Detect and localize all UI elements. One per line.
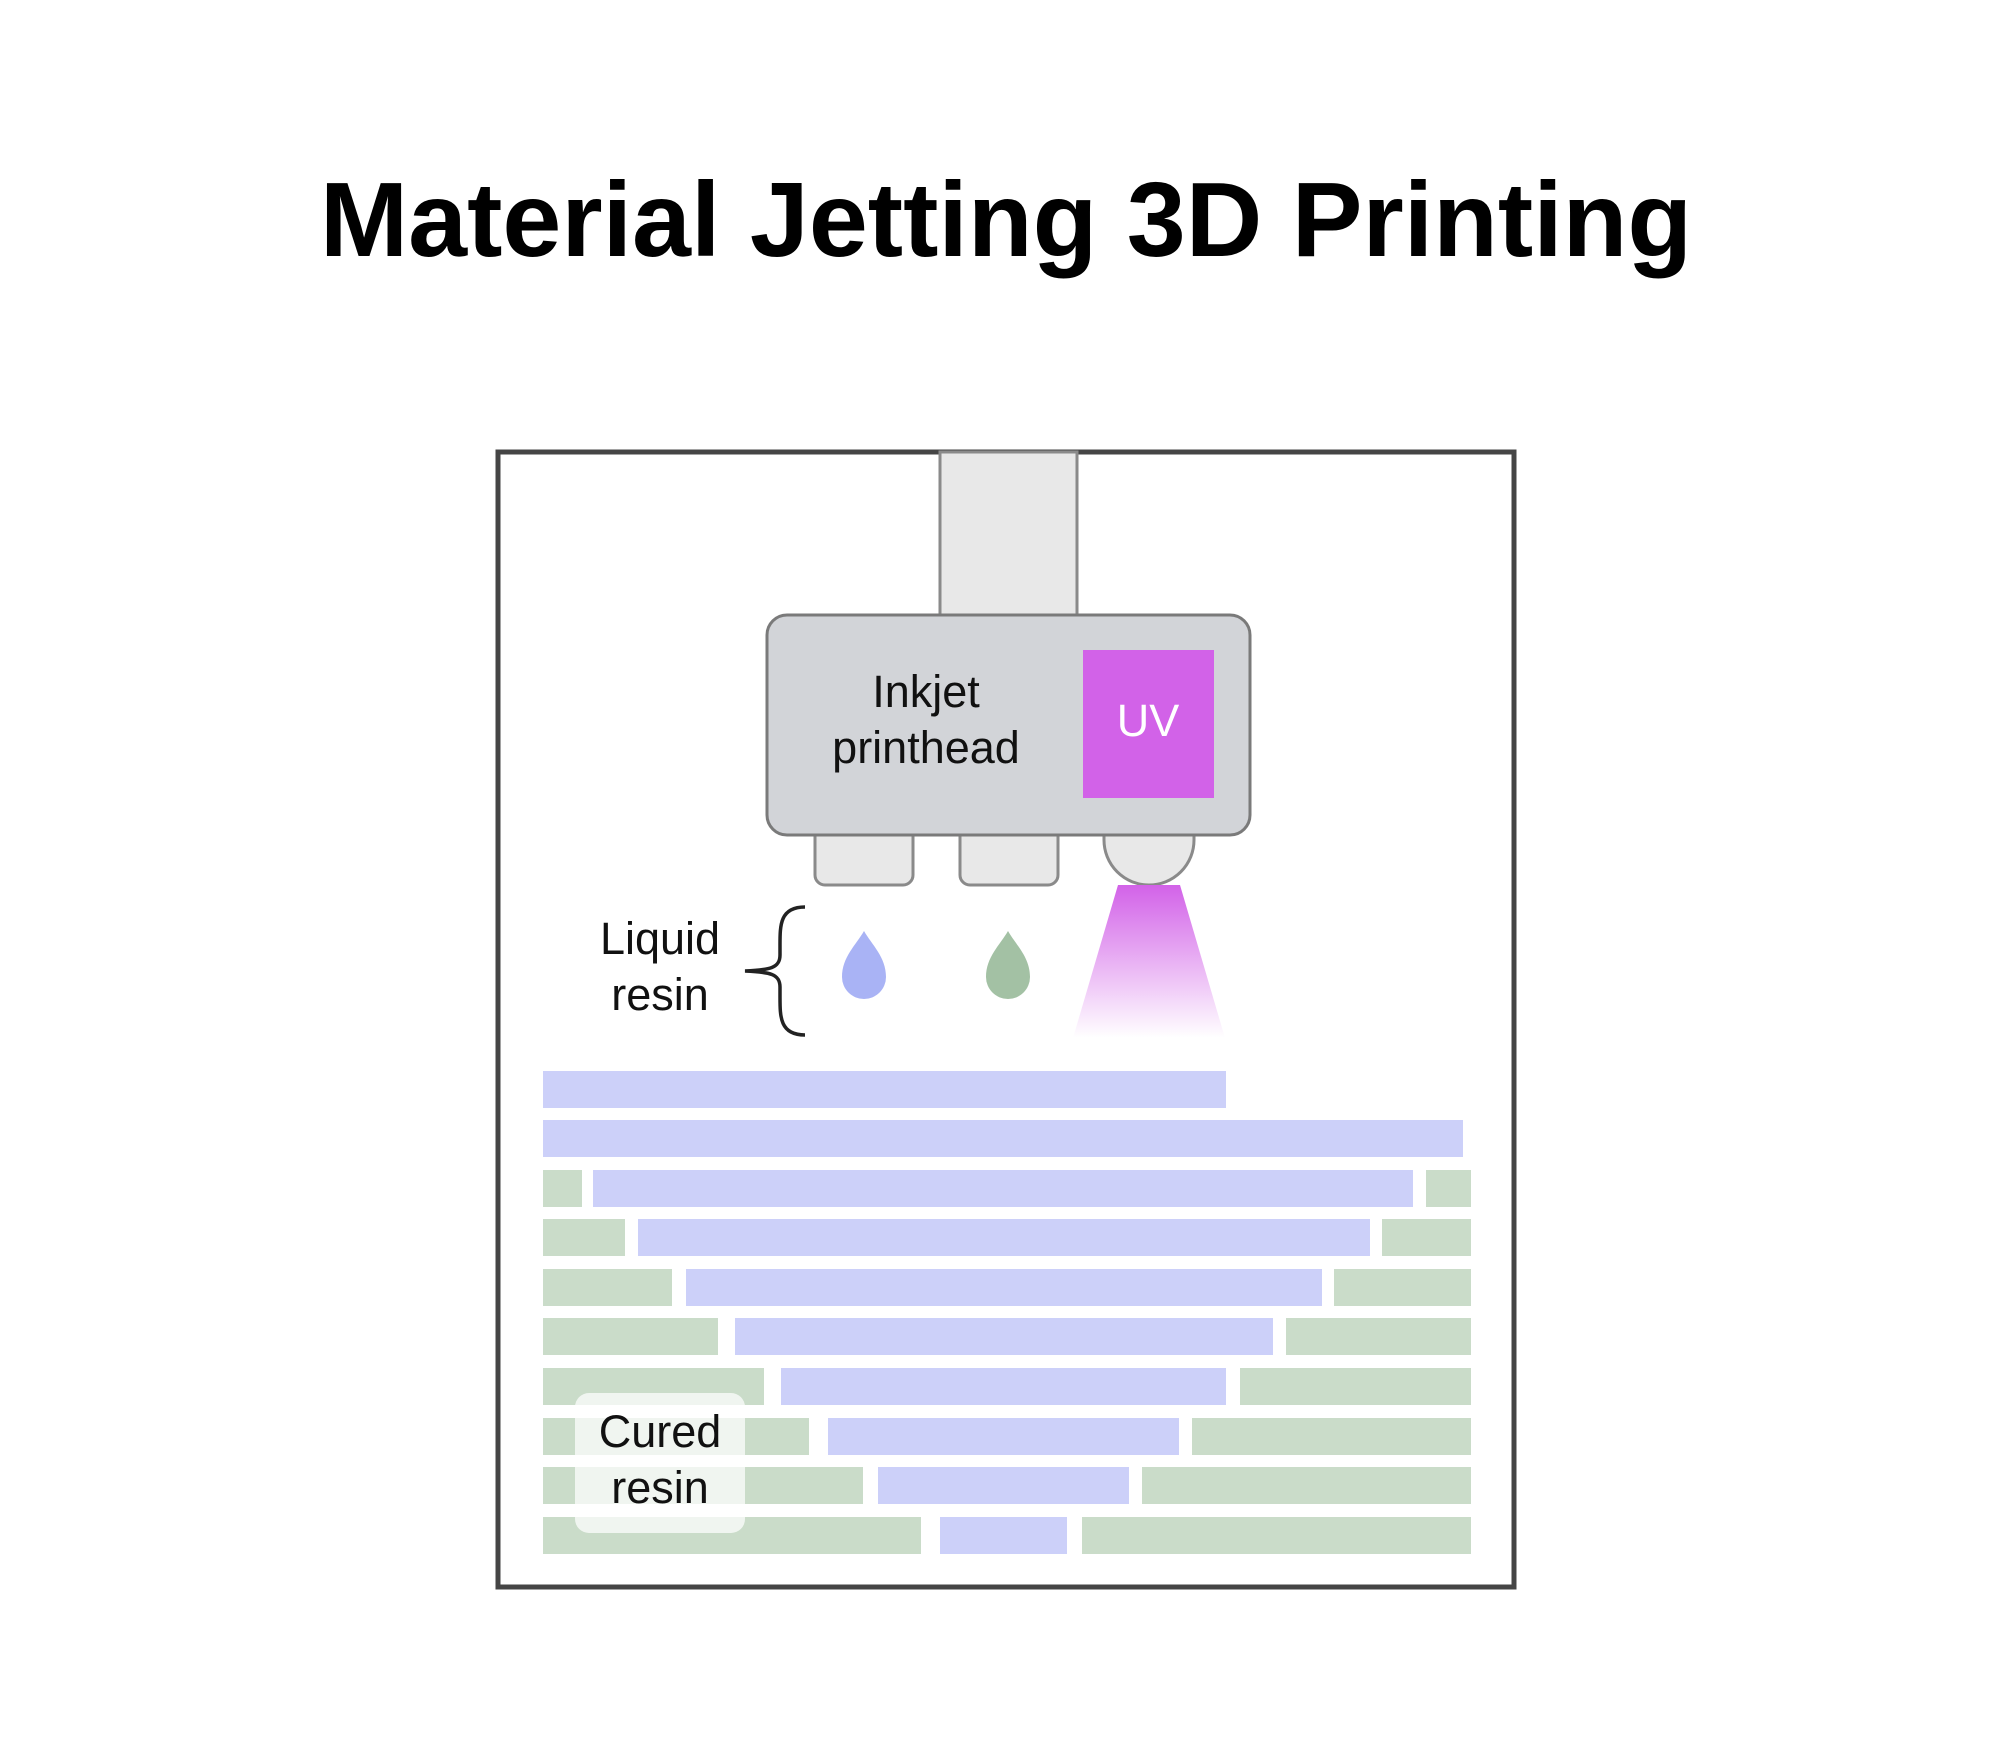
page-title: Material Jetting 3D Printing <box>320 161 1692 279</box>
layer-green <box>1334 1269 1471 1306</box>
uv-lamp-housing <box>1102 828 1196 887</box>
layer-blue <box>781 1368 1226 1405</box>
layer-blue <box>638 1219 1370 1256</box>
layer-green <box>543 1170 582 1207</box>
printhead-carriage-arm <box>938 450 1079 619</box>
layer-blue <box>878 1467 1129 1504</box>
layer-green <box>1382 1219 1471 1256</box>
cured-resin-label-line1: Cured <box>599 1406 722 1457</box>
green-resin-drop-icon <box>986 931 1030 999</box>
layer-blue <box>543 1071 1226 1108</box>
layer-blue <box>543 1120 1463 1157</box>
cured-resin-label-line2: resin <box>611 1462 709 1513</box>
liquid-resin-brace <box>744 905 806 1037</box>
layer-green <box>1192 1418 1471 1455</box>
layer-blue <box>828 1418 1179 1455</box>
uv-label: UV <box>1117 695 1180 746</box>
uv-light-beam <box>1073 885 1225 1038</box>
printhead-label-line1: Inkjet <box>872 666 980 717</box>
printhead-label-line2: printhead <box>832 722 1020 773</box>
layer-blue <box>940 1517 1067 1554</box>
layer-green <box>1426 1170 1471 1207</box>
uv-lamp <box>1083 650 1214 798</box>
layer-green <box>1240 1368 1471 1405</box>
layer-green <box>1286 1318 1471 1355</box>
layer-green <box>543 1318 718 1355</box>
layer-green <box>543 1219 625 1256</box>
layer-green <box>1142 1467 1471 1504</box>
blue-resin-drop-icon <box>842 931 886 999</box>
layer-green <box>1082 1517 1471 1554</box>
layer-blue <box>593 1170 1413 1207</box>
layer-blue <box>686 1269 1322 1306</box>
liquid-resin-label-line2: resin <box>611 969 709 1020</box>
cured-resin-label-box <box>575 1393 745 1533</box>
layer-green <box>543 1269 672 1306</box>
layer-blue <box>735 1318 1273 1355</box>
liquid-resin-label-line1: Liquid <box>600 913 720 964</box>
